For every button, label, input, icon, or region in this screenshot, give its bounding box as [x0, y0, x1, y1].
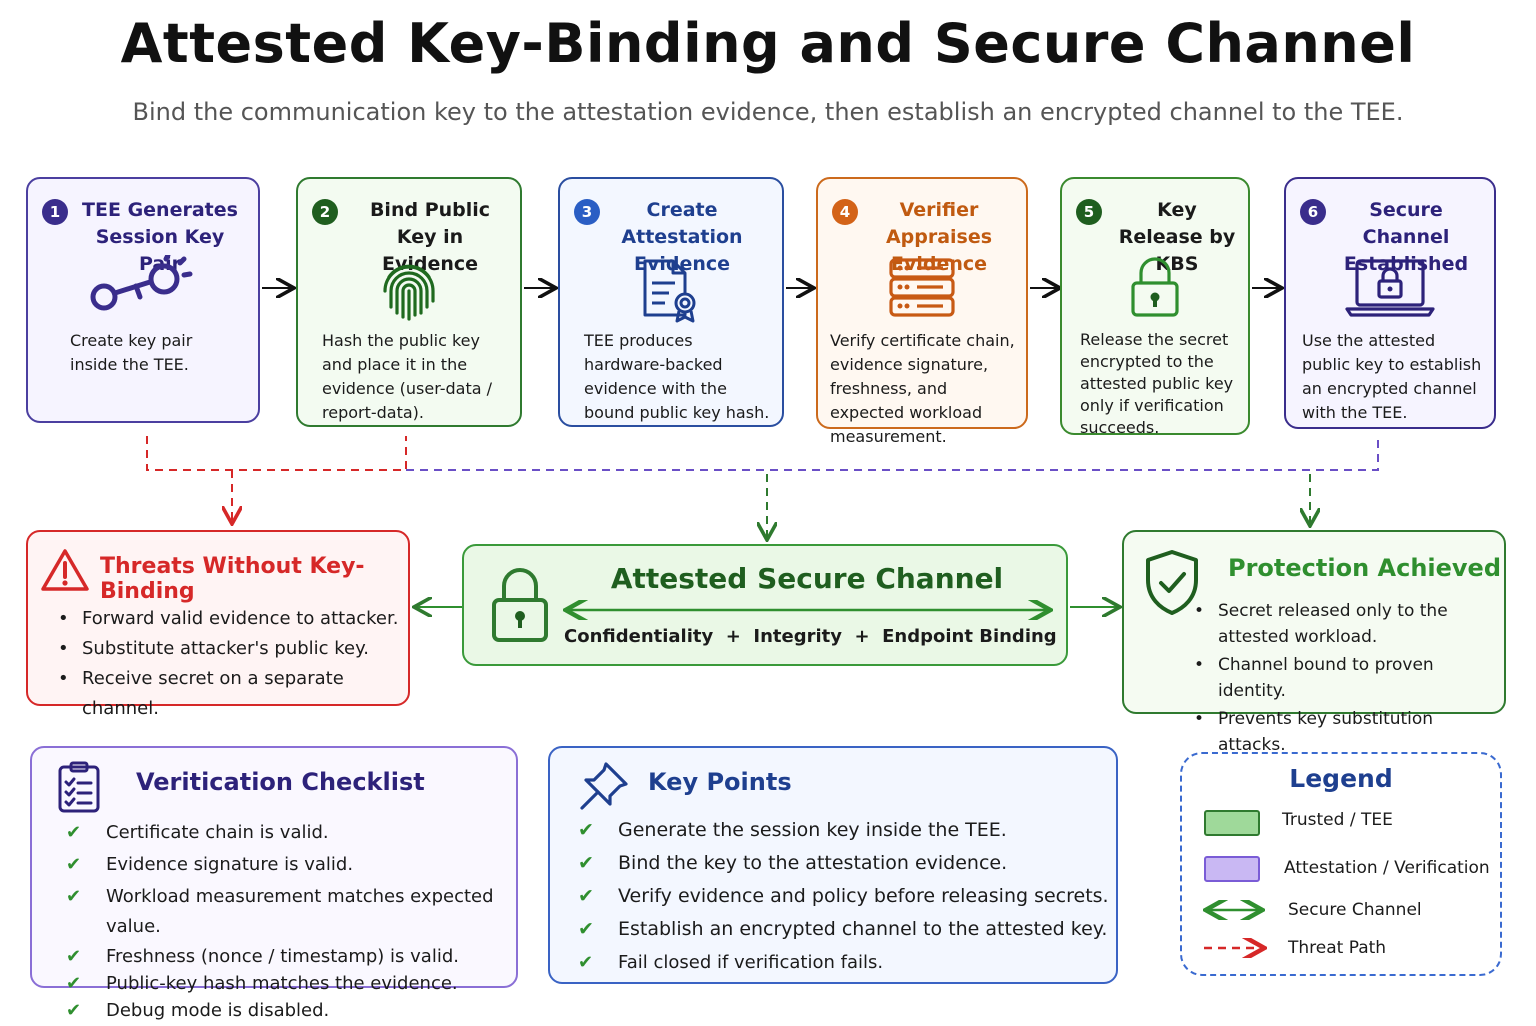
check-icon: ✔ — [578, 852, 594, 874]
step-description: Create key pair inside the TEE. — [70, 331, 193, 374]
checklist-item: ✔Freshness (nonce / timestamp) is valid. — [66, 942, 512, 972]
step-number: 1 — [42, 199, 68, 225]
check-icon: ✔ — [66, 1000, 82, 1021]
legend-channel-arrow — [1202, 900, 1266, 920]
threats-list: Forward valid evidence to attacker. Subs… — [54, 604, 400, 724]
threats-title: Threats Without Key-Binding — [100, 554, 365, 604]
legend-swatch-trusted — [1204, 810, 1260, 836]
secure-channel-arrow — [560, 600, 1056, 620]
step-title: Bind Public Key in Evidence — [369, 199, 491, 275]
trusted-paths — [767, 474, 1310, 538]
step-4-box: 4 Verifier Appraises Evidence Verify cer… — [816, 177, 1028, 446]
legend-label: Trusted / TEE — [1282, 810, 1393, 830]
page-title: Attested Key-Binding and Secure Channel — [120, 12, 1416, 75]
step-number: 4 — [832, 199, 858, 225]
step-number: 2 — [312, 199, 338, 225]
padlock-icon — [492, 568, 548, 642]
key-points-title: Key Points — [648, 768, 792, 796]
key-points-box: Key Points ✔Generate the session key ins… — [548, 746, 1118, 984]
key-icon — [90, 255, 193, 311]
check-icon: ✔ — [578, 918, 594, 940]
checklist-item: ✔Evidence signature is valid. — [66, 850, 512, 880]
legend-label: Secure Channel — [1288, 900, 1422, 920]
legend-label: Attestation / Verification — [1284, 858, 1490, 878]
padlock-icon — [1131, 257, 1179, 317]
legend-title: Legend — [1289, 764, 1393, 793]
step-number: 6 — [1300, 199, 1326, 225]
check-icon: ✔ — [578, 952, 594, 973]
check-icon: ✔ — [66, 886, 82, 907]
protection-box: Protection Achieved Secret released only… — [1122, 530, 1506, 755]
laptop-lock-icon — [1345, 259, 1435, 317]
check-icon: ✔ — [578, 885, 594, 907]
shield-check-icon — [1146, 550, 1198, 615]
attestation-path — [406, 436, 1379, 471]
key-point-item: ✔Fail closed if verification fails. — [578, 946, 1110, 979]
step-description: Use the attested public key to establish… — [1302, 331, 1482, 422]
check-icon: ✔ — [66, 973, 82, 994]
key-point-item: ✔Generate the session key inside the TEE… — [578, 814, 1110, 847]
step-description: Verify certificate chain, evidence signa… — [830, 331, 1015, 446]
fingerprint-icon — [383, 264, 435, 321]
checklist-box: Veritication Checklist ✔Certificate chai… — [30, 746, 518, 1021]
checklist-title: Veritication Checklist — [136, 768, 425, 796]
step-2-box: 2 Bind Public Key in Evidence Hash the p… — [296, 177, 522, 427]
threat-path — [146, 436, 407, 522]
step-6-box: 6 Secure Channel Established Use the att… — [1284, 177, 1496, 429]
checklist-item: ✔Debug mode is disabled. — [66, 996, 512, 1026]
checklist-item: ✔Workload measurement matches expected v… — [66, 882, 512, 942]
protection-title: Protection Achieved — [1228, 554, 1502, 582]
step-1-box: 1 TEE Generates Session Key Pair Create … — [26, 177, 260, 423]
check-icon: ✔ — [66, 822, 82, 843]
checklist-item: ✔Certificate chain is valid. — [66, 818, 512, 848]
step-3-box: 3 Create Attestation Evidence TEE produc… — [558, 177, 784, 427]
step-description: Release the secret encrypted to the atte… — [1080, 330, 1234, 437]
key-point-item: ✔Establish an encrypted channel to the a… — [578, 913, 1110, 946]
secure-channel-title: Attested Secure Channel — [610, 562, 1004, 595]
step-description: TEE produces hardware-backed evidence wi… — [584, 331, 770, 422]
threat-item: Substitute attacker's public key. — [54, 634, 400, 664]
protection-item: Secret released only to the attested wor… — [1190, 598, 1498, 650]
threats-box: Threats Without Key-Binding Forward vali… — [26, 530, 410, 719]
protection-list: Secret released only to the attested wor… — [1190, 598, 1498, 758]
checklist-item: ✔Public-key hash matches the evidence. — [66, 969, 512, 999]
secure-channel-properties: Confidentiality + Integrity + Endpoint B… — [564, 626, 1057, 647]
check-icon: ✔ — [66, 946, 82, 967]
certificate-document-icon — [643, 259, 696, 323]
legend-label: Threat Path — [1288, 938, 1387, 958]
key-points-list: ✔Generate the session key inside the TEE… — [578, 814, 1110, 979]
protection-item: Channel bound to proven identity. — [1190, 652, 1498, 704]
legend-swatch-attestation — [1204, 856, 1260, 882]
check-icon: ✔ — [578, 819, 594, 841]
step-title: Key Release by KBS — [1118, 199, 1236, 275]
server-icon — [889, 258, 955, 317]
page-subtitle: Bind the communication key to the attest… — [132, 98, 1404, 126]
secure-channel-box: Attested Secure Channel Confidentiality … — [462, 544, 1068, 666]
legend-box: Legend Trusted / TEE Attestation / Verif… — [1180, 752, 1502, 976]
step-title: Create Attestation Evidence — [621, 199, 743, 275]
protection-item: Prevents key substitution attacks. — [1190, 706, 1498, 758]
step-5-box: 5 Key Release by KBS Release the secret … — [1060, 177, 1250, 437]
check-icon: ✔ — [66, 854, 82, 875]
clipboard-icon — [58, 761, 100, 813]
checklist-list: ✔Certificate chain is valid. ✔Evidence s… — [66, 818, 512, 1026]
legend-threat-arrow — [1204, 938, 1268, 958]
key-point-item: ✔Verify evidence and policy before relea… — [578, 880, 1110, 913]
step-description: Hash the public key and place it in the … — [322, 331, 493, 422]
threat-item: Forward valid evidence to attacker. — [54, 604, 400, 634]
warning-icon — [41, 549, 89, 591]
step-number: 3 — [574, 199, 600, 225]
key-point-item: ✔Bind the key to the attestation evidenc… — [578, 847, 1110, 880]
threat-item: Receive secret on a separate channel. — [54, 664, 400, 724]
pushpin-icon — [580, 762, 628, 810]
step-number: 5 — [1076, 199, 1102, 225]
step-title: Secure Channel Established — [1343, 199, 1469, 275]
